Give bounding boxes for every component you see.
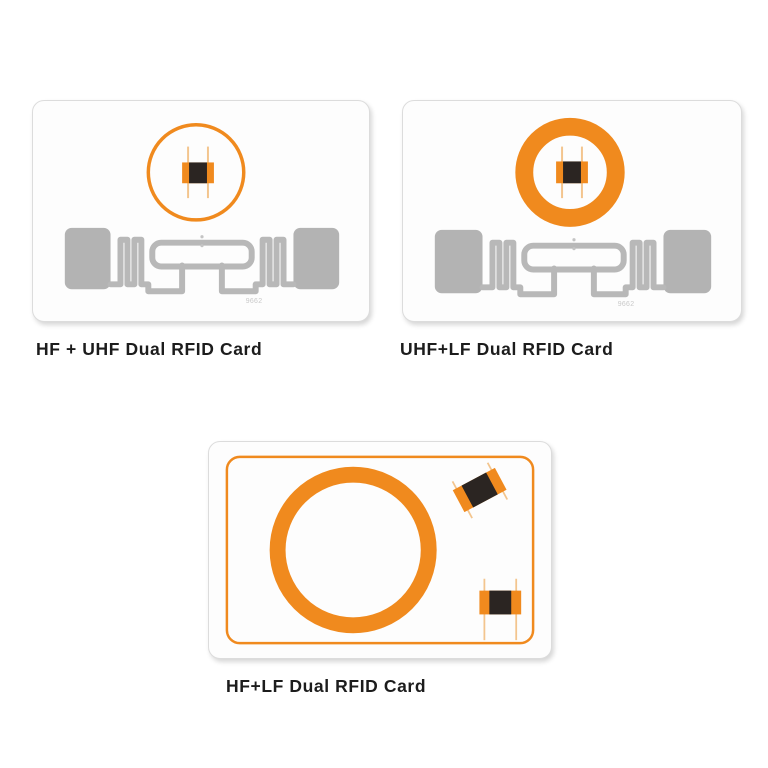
card-caption-hf-lf: HF+LF Dual RFID Card <box>226 676 427 696</box>
rfid-card-uhf-lf: 9662 <box>402 100 742 322</box>
rfid-card-hf-lf <box>208 441 552 659</box>
uhf-left-meander <box>107 236 186 295</box>
uhf-antenna-group: 9662 <box>64 227 340 305</box>
uhf-chip-dot-top <box>200 235 204 239</box>
lf-perimeter-trace <box>225 455 535 645</box>
hf-coil-group <box>146 123 246 222</box>
uhf-sku-label: 9662 <box>246 298 263 305</box>
uhf-right-meander <box>218 236 297 295</box>
uhf-chip-dot-bottom <box>200 244 204 248</box>
card-caption-hf-uhf: HF + UHF Dual RFID Card <box>36 339 263 359</box>
uhf-left-pad <box>64 227 111 290</box>
uhf-sku-label-2: 9662 <box>618 301 635 308</box>
lf-chip-die <box>563 161 581 184</box>
lf-coil-group <box>515 117 625 227</box>
card-artwork-hf-uhf: 9662 <box>33 101 369 321</box>
hf-lf-chip-lower-group <box>479 578 522 641</box>
rfid-card-hf-uhf: 9662 <box>32 100 370 322</box>
hf-lf-artwork-svg <box>225 455 535 645</box>
card-artwork-uhf-lf: 9662 <box>403 101 741 321</box>
hf-coil-ring <box>146 123 246 222</box>
uhf-right-pad <box>293 227 340 290</box>
uhf-right-pad-2 <box>663 229 712 294</box>
uhf-chip-dot-top-2 <box>572 238 576 242</box>
card-caption-uhf-lf: UHF+LF Dual RFID Card <box>400 339 614 359</box>
hf-chip-die <box>189 162 207 184</box>
hf-uhf-artwork-svg: 9662 <box>64 123 340 305</box>
uhf-right-meander-2 <box>590 239 667 298</box>
hf-lf-chip-lower-die <box>489 590 512 615</box>
uhf-lf-artwork-svg: 9662 <box>434 117 712 308</box>
hf-lf-chip-upper-die <box>461 472 498 508</box>
lf-coil-ring <box>515 117 625 227</box>
uhf-antenna-group-2: 9662 <box>434 229 712 308</box>
uhf-center-loop-2 <box>521 242 627 273</box>
uhf-center-loop <box>149 239 255 270</box>
hf-lf-coil-ring <box>269 466 437 634</box>
card-artwork-hf-lf <box>209 442 551 658</box>
uhf-chip-dot-bottom-2 <box>572 247 576 251</box>
uhf-left-meander-2 <box>479 239 558 298</box>
uhf-left-pad-2 <box>434 229 483 294</box>
hf-lf-chip-upper-group <box>451 462 509 519</box>
